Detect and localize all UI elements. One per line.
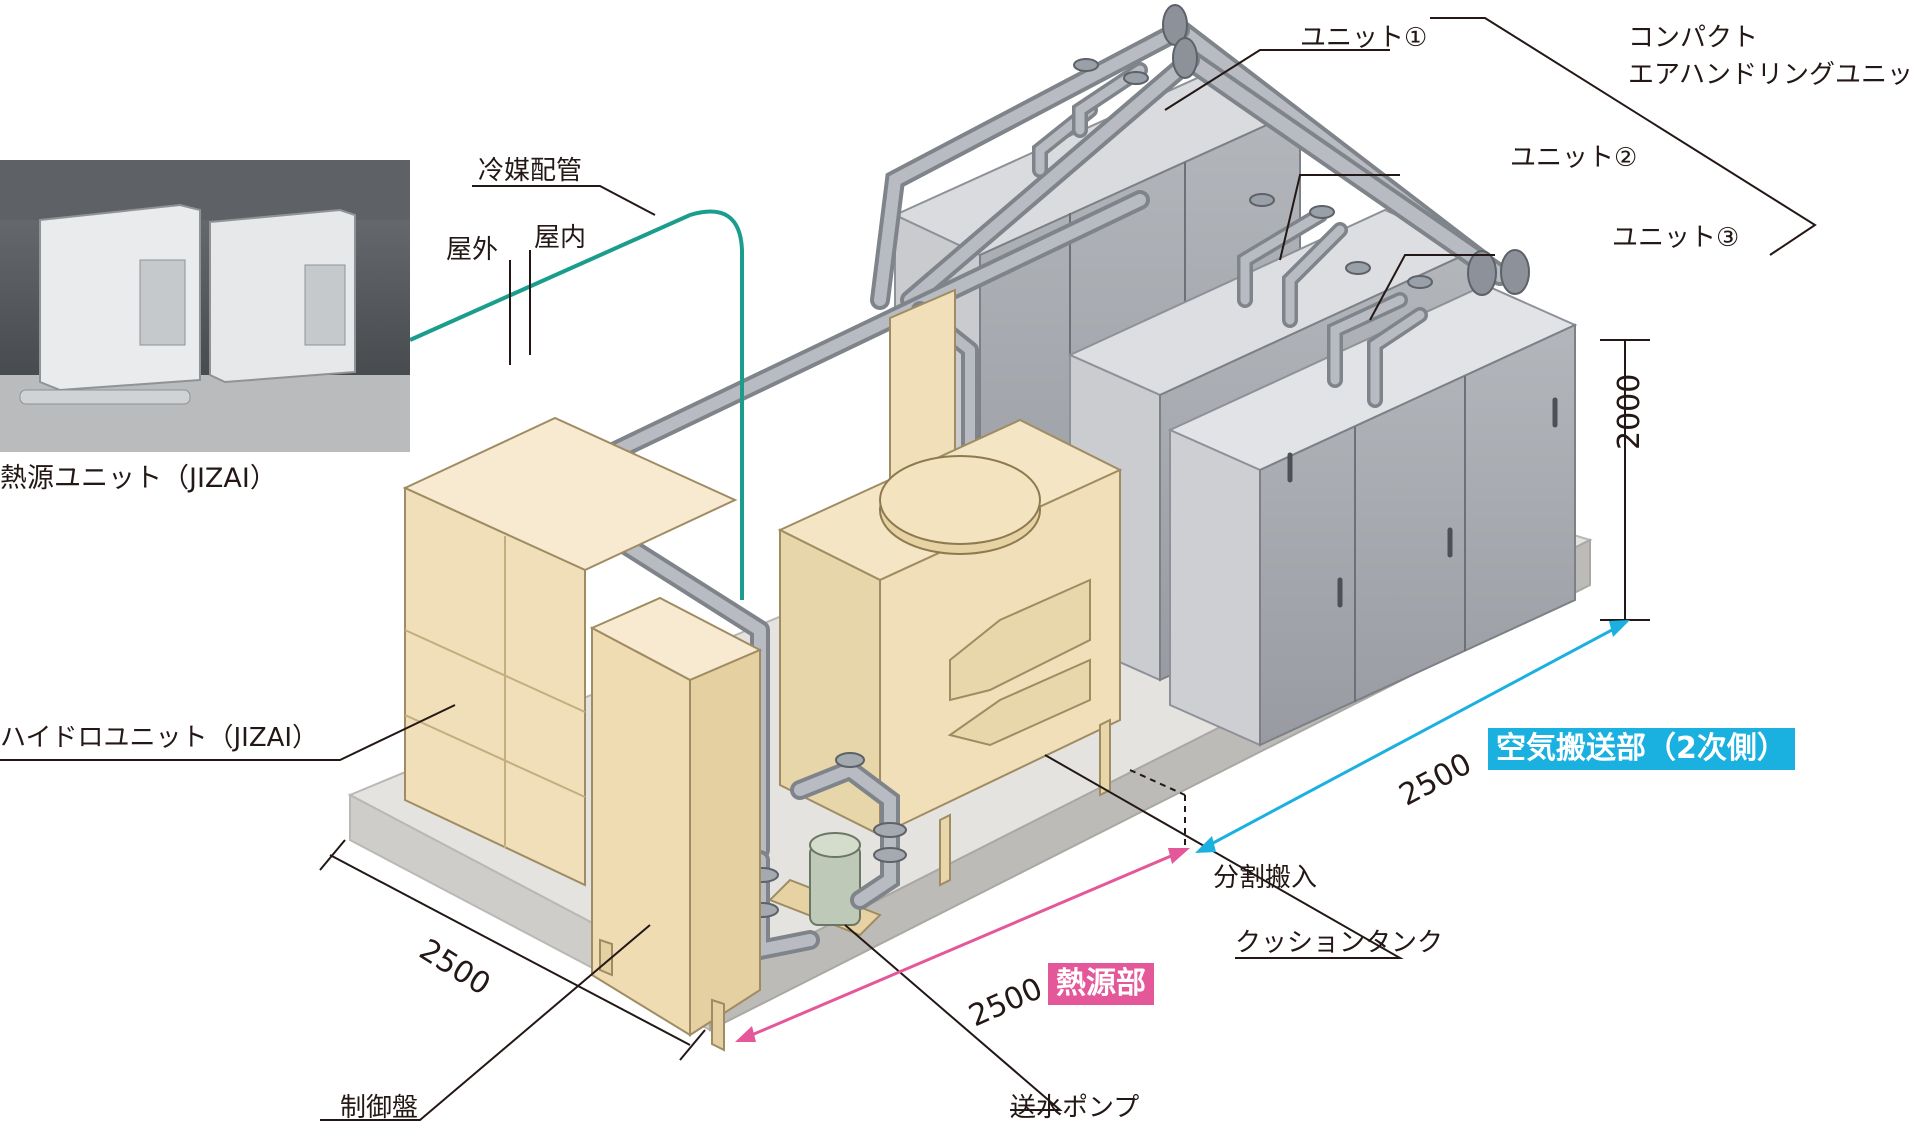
hydro-unit [402,416,738,887]
cushion-tank-label: クッションタンク [1235,928,1444,958]
air-transport-tag: 空気搬送部（2次側） [1488,728,1795,770]
heat-source-tag: 熱源部 [1048,963,1154,1005]
supply-pump-label: 送水ポンプ [1010,1093,1140,1123]
dim-air-transport [1195,620,1630,853]
outdoor-label: 屋外 [446,235,499,265]
split-boundary [1129,769,1186,845]
dim-height-text: 2000 [1612,373,1647,450]
compact-ahu-label-line1: コンパクト [1628,23,1759,53]
dim-heat-source [735,848,1190,1042]
header-flanges [1162,4,1530,296]
unit-branch-piping [1032,62,1428,408]
photo-illustration [0,160,410,452]
supply-pump [768,832,882,937]
heat-source-unit-photo [0,160,410,452]
refrigerant-pipe [409,209,744,600]
split-delivery-label: 分割搬入 [1213,863,1318,893]
ahu-unit-3 [1167,283,1578,747]
pump-flanges [745,752,907,918]
hydro-unit-label: ハイドロユニット（JIZAI） [0,723,319,753]
dim-height [1600,339,1650,621]
unit2-label: ユニット② [1510,143,1638,173]
valve-handles [1073,58,1433,289]
control-panel-label: 制御盤 [340,1093,419,1123]
unit1-label: ユニット① [1300,23,1428,53]
compact-ahu-label-line2: エアハンドリングユニット [1628,60,1919,90]
wall-boundary [509,250,531,365]
photo-caption: 熱源ユニット（JIZAI） [0,463,277,494]
dim-width-left [319,839,706,1061]
unit3-label: ユニット③ [1612,223,1740,253]
control-panel [589,596,763,1052]
leader-lines [0,17,1817,1121]
indoor-label: 屋内 [534,223,587,253]
refrigerant-pipe-label: 冷媒配管 [478,156,583,186]
